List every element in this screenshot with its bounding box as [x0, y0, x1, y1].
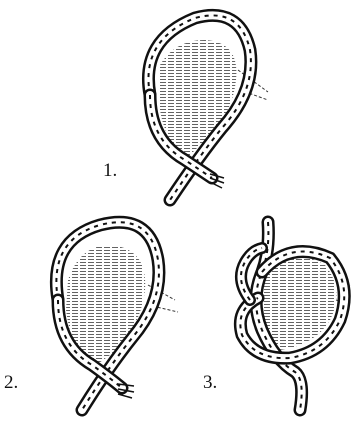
step-1-label: 1.	[103, 160, 117, 182]
step-2-label: 2.	[4, 372, 18, 394]
step-1-loop	[148, 15, 268, 200]
step-3-knot	[240, 222, 350, 410]
step-3-label: 3.	[203, 372, 217, 394]
step-2-loop	[56, 222, 178, 410]
